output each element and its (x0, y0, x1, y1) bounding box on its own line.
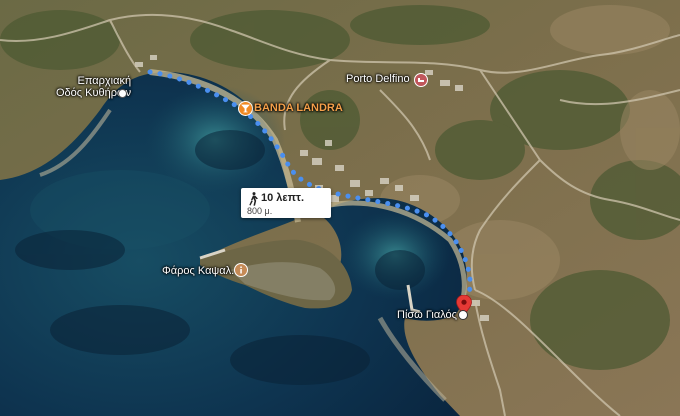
porto-delfino-label[interactable]: Porto Delfino (346, 73, 410, 85)
route-duration: 10 λεπτ. (261, 192, 305, 204)
banda-landra-label[interactable]: BANDA LANDRA (254, 102, 343, 114)
bar-icon[interactable] (238, 101, 253, 116)
piso-gialos-label[interactable]: Πίσω Γιαλός (397, 309, 457, 321)
lighthouse-label[interactable]: Φάρος Καψαλ. (162, 265, 235, 277)
route-distance: 800 μ. (247, 206, 273, 216)
walking-person-icon (249, 192, 258, 206)
provincial-road-label[interactable]: Επαρχιακή Οδός Κυθήρων (56, 75, 132, 99)
info-icon[interactable] (234, 263, 248, 277)
road-pin-icon[interactable] (118, 89, 127, 98)
hotel-icon[interactable] (414, 73, 428, 87)
destination-dot-icon (458, 310, 468, 320)
route-info-box[interactable]: 10 λεπτ. 800 μ. (241, 188, 331, 218)
